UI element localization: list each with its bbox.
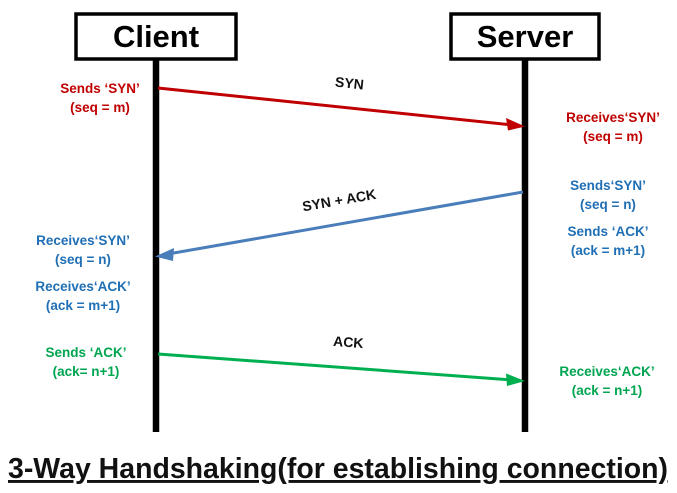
- note-server-sends-syn-line1: Sends‘SYN’: [570, 178, 646, 193]
- note-client-receives-ack-line1: Receives‘ACK’: [35, 279, 130, 294]
- note-server-receives-ack-line2: (ack = n+1): [572, 383, 643, 398]
- ack-arrow-label: ACK: [333, 333, 364, 351]
- participant-client: Client: [74, 12, 238, 432]
- note-server-receives-syn: Receives‘SYN’ (seq = m): [566, 110, 660, 144]
- participant-server: Server: [449, 12, 601, 432]
- note-client-sends-syn-line1: Sends ‘SYN’: [60, 81, 140, 96]
- note-client-sends-ack-line1: Sends ‘ACK’: [45, 345, 126, 360]
- syn-arrow-line: [157, 86, 514, 127]
- note-server-receives-ack-line1: Receives‘ACK’: [559, 364, 654, 379]
- client-box-label: Client: [113, 19, 199, 54]
- note-client-receives-syn-line1: Receives‘SYN’: [36, 233, 130, 248]
- message-syn-ack: SYN + ACK: [155, 186, 524, 261]
- note-client-sends-syn: Sends ‘SYN’ (seq = m): [60, 81, 140, 115]
- diagram-caption: 3-Way Handshaking(for establishing conne…: [8, 453, 668, 485]
- note-server-receives-syn-line1: Receives‘SYN’: [566, 110, 660, 125]
- syn-ack-arrow-label: SYN + ACK: [301, 186, 377, 215]
- note-server-sends-syn-ack: Sends‘SYN’ (seq = n) Sends ‘ACK’ (ack = …: [567, 178, 648, 258]
- note-client-sends-syn-line2: (seq = m): [70, 100, 130, 115]
- message-syn: SYN: [157, 74, 525, 131]
- ack-arrow-line: [157, 352, 514, 382]
- syn-arrowhead: [506, 118, 525, 131]
- note-server-receives-syn-line2: (seq = m): [583, 129, 643, 144]
- syn-ack-arrowhead: [155, 248, 174, 261]
- ack-arrowhead: [506, 373, 525, 386]
- note-client-sends-ack-line2: (ack= n+1): [53, 364, 120, 379]
- note-server-receives-ack: Receives‘ACK’ (ack = n+1): [559, 364, 654, 398]
- server-box-label: Server: [477, 19, 574, 54]
- syn-ack-arrow-line: [167, 190, 524, 256]
- note-client-sends-ack: Sends ‘ACK’ (ack= n+1): [45, 345, 126, 379]
- message-ack: ACK: [157, 333, 525, 386]
- syn-arrow-label: SYN: [334, 74, 364, 93]
- note-client-receives-syn-ack: Receives‘SYN’ (seq = n) Receives‘ACK’ (a…: [35, 233, 130, 313]
- note-client-receives-ack-line2: (ack = m+1): [46, 298, 120, 313]
- note-client-receives-syn-line2: (seq = n): [55, 252, 111, 267]
- note-server-sends-ack-line2: (ack = m+1): [571, 243, 645, 258]
- note-server-sends-ack-line1: Sends ‘ACK’: [567, 224, 648, 239]
- note-server-sends-syn-line2: (seq = n): [580, 197, 636, 212]
